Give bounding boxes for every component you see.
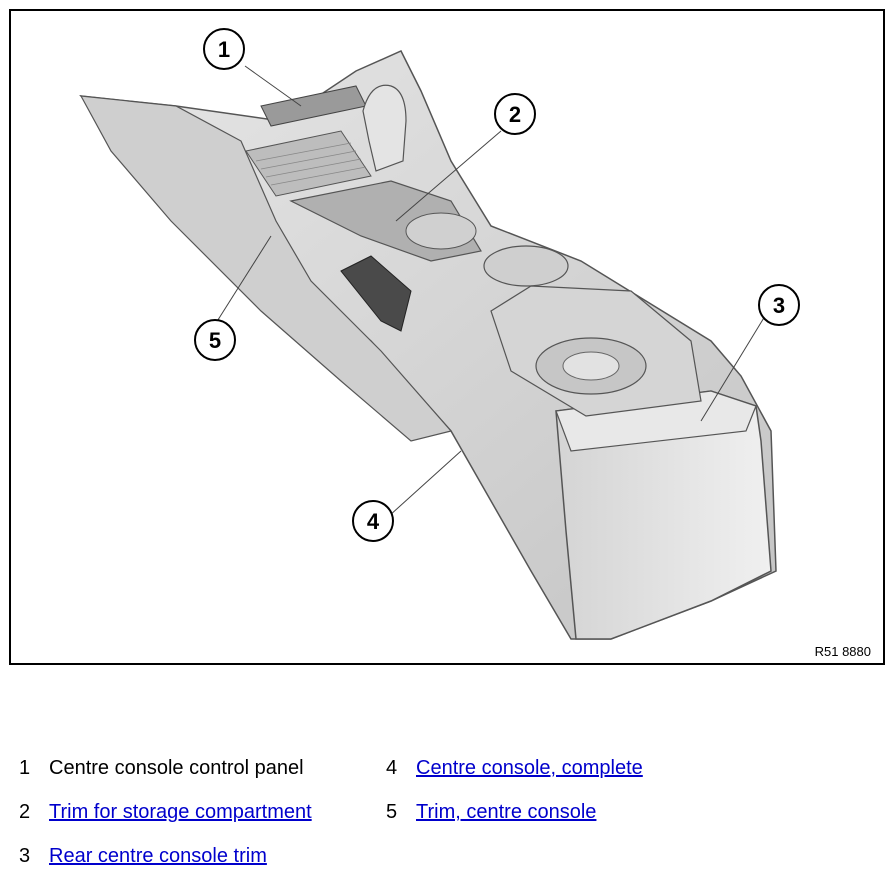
callout-4: 4 [352, 500, 394, 542]
side-trim [79, 95, 453, 442]
callout-2: 2 [494, 93, 536, 135]
cup-holder-front [483, 245, 569, 287]
callout-5: 5 [194, 319, 236, 361]
diagram-figure: 1 2 3 4 5 R51 8880 [9, 9, 885, 665]
legend-link[interactable]: Rear centre console trim [49, 845, 267, 867]
legend-link[interactable]: Centre console, complete [416, 757, 643, 779]
svg-text:2: 2 [509, 102, 521, 127]
svg-text:1: 1 [218, 37, 230, 62]
legend-link[interactable]: Trim, centre console [416, 801, 597, 823]
legend-number: 5 [386, 801, 398, 823]
legend-label: Centre console control panel [49, 757, 304, 779]
callout-3: 3 [758, 284, 800, 326]
callout-1: 1 [203, 28, 245, 70]
legend-number: 2 [19, 801, 31, 823]
figure-reference-code: R51 8880 [814, 644, 871, 659]
svg-text:3: 3 [773, 293, 785, 318]
legend-number: 4 [386, 757, 398, 779]
legend-number: 1 [19, 757, 31, 779]
handbrake-lever [340, 255, 412, 332]
centre-console-illustration: 1 2 3 4 5 [79, 28, 800, 640]
legend-number: 3 [19, 845, 31, 867]
svg-text:5: 5 [209, 328, 221, 353]
legend-link[interactable]: Trim for storage compartment [49, 801, 312, 823]
svg-text:4: 4 [367, 509, 380, 534]
leader-lines [215, 65, 766, 517]
gear-lever [362, 84, 407, 172]
